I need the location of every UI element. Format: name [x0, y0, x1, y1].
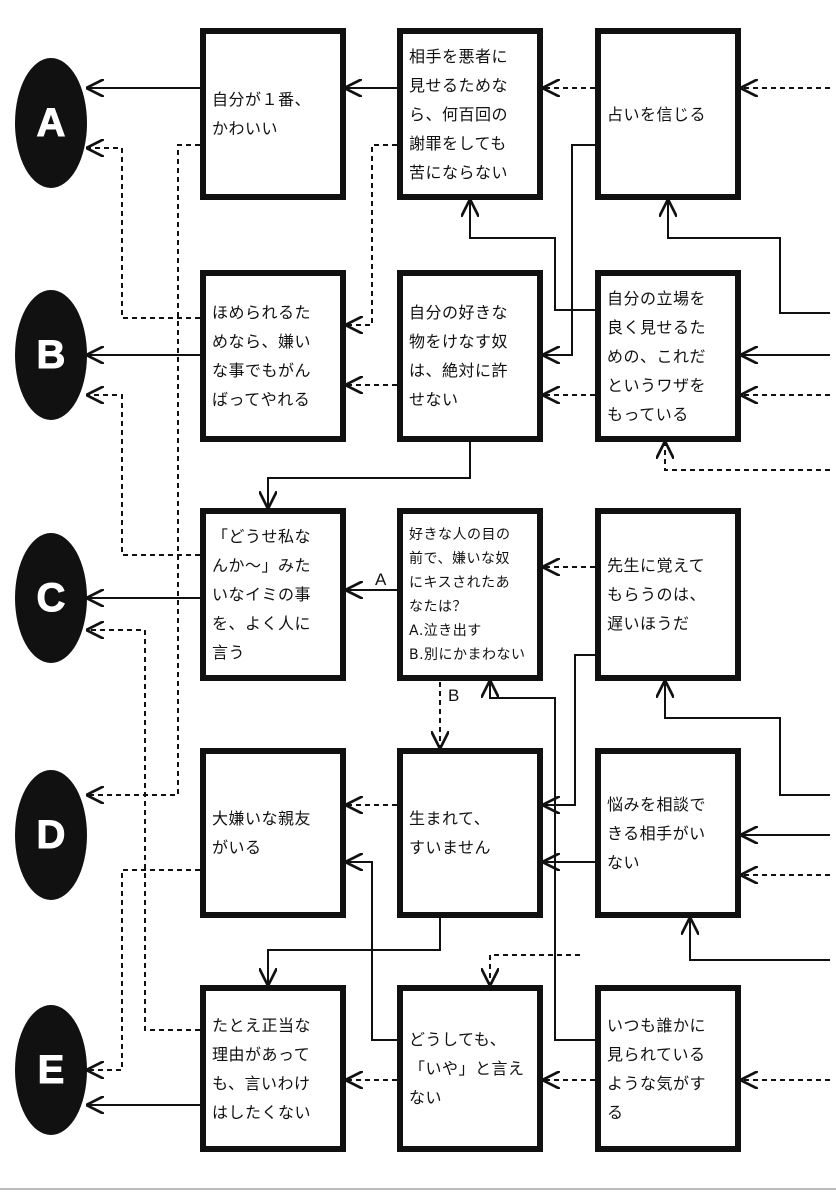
question-box: いつも誰かに 見られている ような気がす る — [595, 985, 741, 1152]
question-box: 生まれて、 すいません — [397, 748, 543, 918]
question-box: 先生に覚えて もらうのは、 遅いほうだ — [595, 508, 741, 681]
question-box: 悩みを相談で きる相手がい ない — [595, 748, 741, 918]
result-b-oval: B — [15, 290, 87, 420]
result-label: C — [36, 575, 66, 620]
question-box: 自分が１番、 かわいい — [200, 28, 346, 200]
question-text: どうしても、 「いや」と言え ない — [409, 1030, 525, 1107]
question-box: たとえ正当な 理由があって も、言いわけ はしたくない — [200, 985, 346, 1152]
result-a-oval: A — [15, 58, 87, 188]
question-box: 「どうせ私な んか～」みた いなイミの事 を、よく人に 言う — [200, 508, 346, 681]
question-text: たとえ正当な 理由があって も、言いわけ はしたくない — [212, 1015, 312, 1122]
question-text: 自分の立場を 良く見せるた めの、これだ というワザを もっている — [607, 288, 707, 424]
question-text: 自分の好きな 物をけなす奴 は、絶対に許 せない — [409, 303, 509, 409]
question-box-branch: 好きな人の目の 前で、嫌いな奴 にキスされたあ なたは？ A.泣き出す B.別に… — [397, 508, 543, 681]
branch-label-b: B — [448, 686, 460, 705]
dashed-arrows — [88, 88, 830, 1080]
result-label: E — [37, 1047, 65, 1092]
question-box: 自分の好きな 物をけなす奴 は、絶対に許 せない — [397, 270, 543, 442]
page-edge — [0, 1188, 836, 1190]
branch-label-a: A — [375, 570, 387, 589]
question-text: 悩みを相談で きる相手がい ない — [607, 794, 707, 872]
result-label: A — [36, 100, 66, 145]
question-box: ほめられるた めなら、嫌い な事でもがん ばってやれる — [200, 270, 346, 442]
question-box: 大嫌いな親友 がいる — [200, 748, 346, 918]
question-text: 大嫌いな親友 がいる — [212, 809, 312, 857]
question-text: 先生に覚えて もらうのは、 遅いほうだ — [607, 556, 707, 633]
question-text: 占いを信じる — [607, 104, 707, 124]
result-label: B — [36, 332, 66, 377]
result-d-oval: D — [15, 770, 87, 900]
question-text: 相手を悪者に 見せるためな ら、何百回の 謝罪をしても 苦にならない — [409, 46, 509, 182]
result-label: D — [36, 812, 66, 857]
result-e-oval: E — [15, 1005, 87, 1135]
question-box: 自分の立場を 良く見せるた めの、これだ というワザを もっている — [595, 270, 741, 442]
question-text: 好きな人の目の 前で、嫌いな奴 にキスされたあ なたは？ A.泣き出す B.別に… — [409, 526, 526, 663]
question-box: 相手を悪者に 見せるためな ら、何百回の 謝罪をしても 苦にならない — [397, 28, 543, 200]
question-text: 生まれて、 すいません — [409, 809, 492, 857]
question-box: 占いを信じる — [595, 28, 741, 200]
result-c-oval: C — [15, 533, 87, 663]
question-text: いつも誰かに 見られている ような気がす る — [607, 1015, 707, 1122]
question-box: どうしても、 「いや」と言え ない — [397, 985, 543, 1152]
question-text: 自分が１番、 かわいい — [212, 90, 312, 138]
question-text: ほめられるた めなら、嫌い な事でもがん ばってやれる — [212, 303, 312, 409]
solid-arrows — [88, 88, 830, 1105]
question-text: 「どうせ私な んか～」みた いなイミの事 を、よく人に 言う — [212, 527, 312, 662]
